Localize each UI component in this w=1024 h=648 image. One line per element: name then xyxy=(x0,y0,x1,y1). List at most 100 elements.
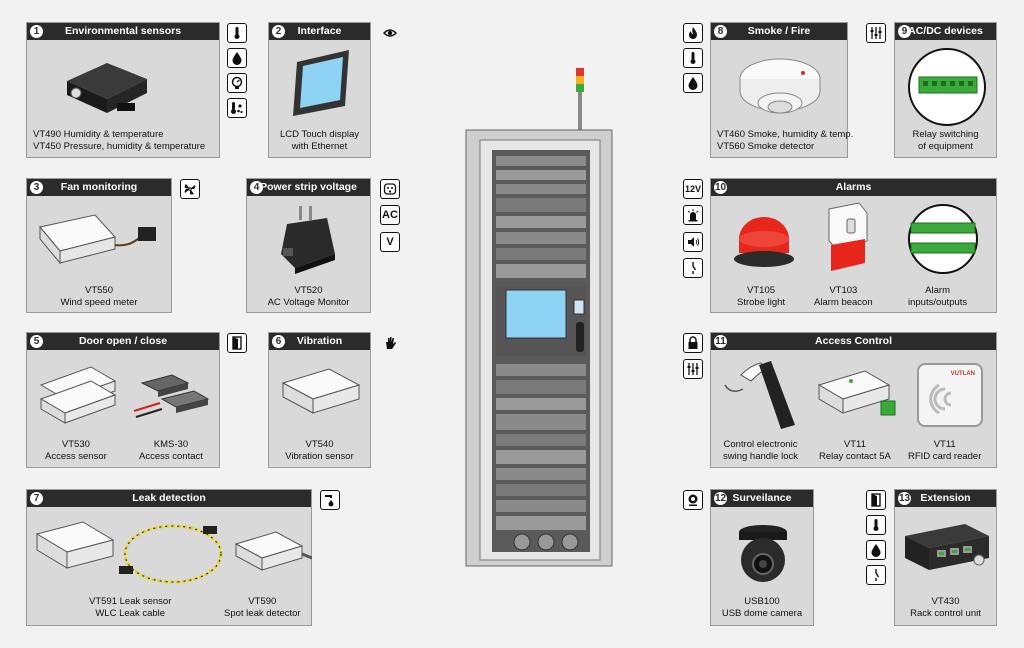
vt105-strobe-image xyxy=(734,217,794,267)
relay-board-image xyxy=(908,48,986,126)
panel-number: 5 xyxy=(30,335,43,348)
caption-vt11-relay: VT11 Relay contact 5A xyxy=(819,439,891,462)
caption-line: RFID card reader xyxy=(908,450,982,462)
12v-icon: 12V xyxy=(683,179,703,199)
eye-icon xyxy=(380,23,400,43)
thermo-humidity-icon xyxy=(227,98,247,118)
caption-line: VT105 xyxy=(747,285,776,296)
caption-line: Spot leak detector xyxy=(224,607,301,619)
caption-vt103: VT103 Alarm beacon xyxy=(814,285,873,308)
caption-vt11-rfid: VT11 RFID card reader xyxy=(908,439,981,462)
ac-icon-label: AC xyxy=(382,209,398,221)
door-icon xyxy=(227,333,247,353)
contact-switch-icon xyxy=(683,258,703,278)
caption-vt105: VT105 Strobe light xyxy=(737,285,785,308)
siren-icon xyxy=(683,205,703,225)
caption-line: Access sensor xyxy=(45,450,107,462)
panel-title: Smoke / Fire xyxy=(747,25,811,37)
webcam-icon xyxy=(683,490,703,510)
thermometer-icon xyxy=(683,48,703,68)
caption-line: Wind speed meter xyxy=(60,296,138,308)
caption-line: Relay switching xyxy=(912,129,979,140)
caption-line: VT550 xyxy=(85,285,113,296)
hand-vibration-icon xyxy=(380,333,400,353)
panel-number: 13 xyxy=(898,492,911,505)
caption-line: VT460 Smoke, humidity & temp. xyxy=(717,129,854,140)
panel-title: Leak detection xyxy=(132,492,206,504)
panel-number: 11 xyxy=(714,335,727,348)
panel-number: 12 xyxy=(714,492,727,505)
caption-vt590: VT590 Spot leak detector xyxy=(224,596,301,619)
caption: VT430 Rack control unit xyxy=(895,596,996,619)
rfid-reader-image: VUTLAN xyxy=(917,363,983,427)
vt540-sensor-image xyxy=(281,368,361,414)
caption-line: VT430 xyxy=(931,596,960,607)
caption-line: VT530 xyxy=(61,439,90,450)
panel-number: 6 xyxy=(272,335,285,348)
caption: Relay switching of equipment xyxy=(895,129,996,152)
caption-line: VT540 xyxy=(305,439,334,450)
12v-icon-label: 12V xyxy=(684,184,701,194)
caption: VT490 Humidity & temperature VT450 Press… xyxy=(33,129,205,152)
panel-header: 12 Surveilance xyxy=(711,490,813,507)
smoke-detector-image xyxy=(739,58,821,114)
caption: VT520 AC Voltage Monitor xyxy=(247,285,370,308)
caption-alarm-io: Alarm inputs/outputs xyxy=(908,285,967,308)
speaker-icon xyxy=(683,232,703,252)
caption-line: Rack control unit xyxy=(910,607,981,619)
vt591-wlc-cable-image xyxy=(35,521,223,584)
kms30-contact-image xyxy=(133,374,210,418)
lock-icon xyxy=(683,333,703,353)
door-icon xyxy=(866,490,886,510)
vt11-relay-image xyxy=(817,370,896,416)
relay-switch-icon xyxy=(866,23,886,43)
caption-line: USB100 xyxy=(744,596,780,607)
rack-units xyxy=(496,156,586,530)
panel-extension: 13 Extension VT430 Rack control unit xyxy=(894,489,997,626)
panel-number: 3 xyxy=(30,181,43,194)
caption-vt591: VT591 Leak sensor WLC Leak cable xyxy=(89,596,171,619)
caption-line: Strobe light xyxy=(737,296,786,308)
drop-icon xyxy=(866,540,886,560)
caption-line: VT560 Smoke detector xyxy=(717,140,815,152)
caption-line: of equipment xyxy=(918,140,973,152)
contact-switch-icon xyxy=(866,565,886,585)
drop-icon xyxy=(227,48,247,68)
voltage-icon: V xyxy=(380,232,400,252)
pressure-gauge-icon xyxy=(227,73,247,93)
panel-title: Surveilance xyxy=(732,492,792,504)
panel-header: 13 Extension xyxy=(895,490,996,507)
caption-line: LCD Touch display xyxy=(279,129,360,140)
vt103-beacon-image xyxy=(828,202,868,271)
panel-surveilance: 12 Surveilance USB100 USB dome camera xyxy=(710,489,814,626)
thermometer-icon xyxy=(227,23,247,43)
caption-line: Control electronic xyxy=(723,439,798,450)
panel-title: AC/DC devices xyxy=(908,25,983,37)
panel-title: Extension xyxy=(920,492,971,504)
caption: USB100 USB dome camera xyxy=(711,596,813,619)
caption-line: Access contact xyxy=(139,450,203,462)
caption-line: VT591 Leak sensor xyxy=(89,596,172,607)
caption-line: VT590 xyxy=(248,596,277,607)
caption-line: USB dome camera xyxy=(721,607,803,619)
drop-icon xyxy=(683,73,703,93)
caption-line: VT11 xyxy=(843,439,866,450)
panel-title: Interface xyxy=(297,25,342,37)
panel-number: 4 xyxy=(250,181,263,194)
